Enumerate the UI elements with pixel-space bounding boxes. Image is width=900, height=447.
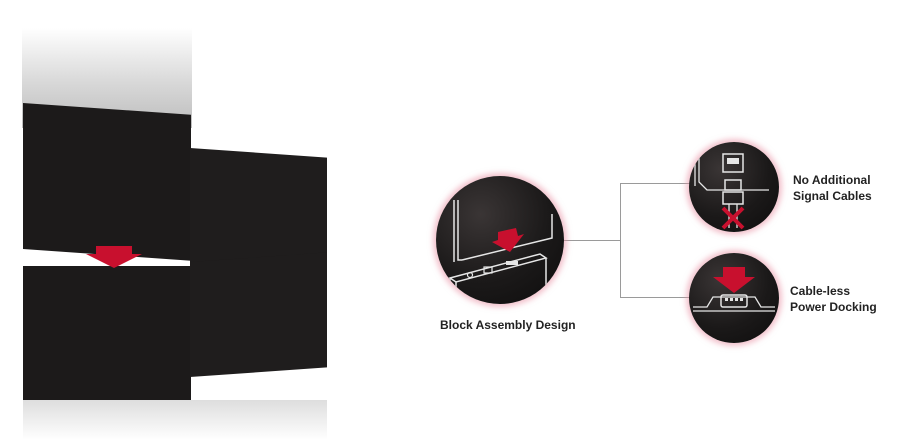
connector-top-horizontal xyxy=(620,183,692,184)
block-assembly-label: Block Assembly Design xyxy=(440,318,576,332)
panel-top-left xyxy=(23,103,191,261)
floor-reflection xyxy=(23,400,327,440)
power-docking-label: Cable-less Power Docking xyxy=(790,283,890,315)
no-signal-cable-label-line1: No Additional xyxy=(793,173,871,187)
video-wall-illustration xyxy=(0,0,340,447)
arrow-down-icon xyxy=(86,246,142,268)
no-signal-cable-label-line2: Signal Cables xyxy=(793,189,872,203)
no-signal-cable-circle xyxy=(689,142,779,232)
no-signal-cable-label: No Additional Signal Cables xyxy=(793,172,893,204)
connector-main-horizontal xyxy=(564,240,621,241)
block-assembly-circle xyxy=(436,176,564,304)
power-docking-icon xyxy=(693,267,775,312)
panel-bottom-left xyxy=(23,266,191,400)
connector-bottom-horizontal xyxy=(620,297,692,298)
block-assembly-icon xyxy=(448,200,553,304)
power-docking-label-line2: Power Docking xyxy=(790,300,877,314)
connector-vertical xyxy=(620,183,621,298)
power-docking-circle xyxy=(689,253,779,343)
panel-bottom-right xyxy=(190,252,327,377)
no-signal-cable-icon xyxy=(694,150,769,230)
power-docking-label-line1: Cable-less xyxy=(790,284,851,298)
